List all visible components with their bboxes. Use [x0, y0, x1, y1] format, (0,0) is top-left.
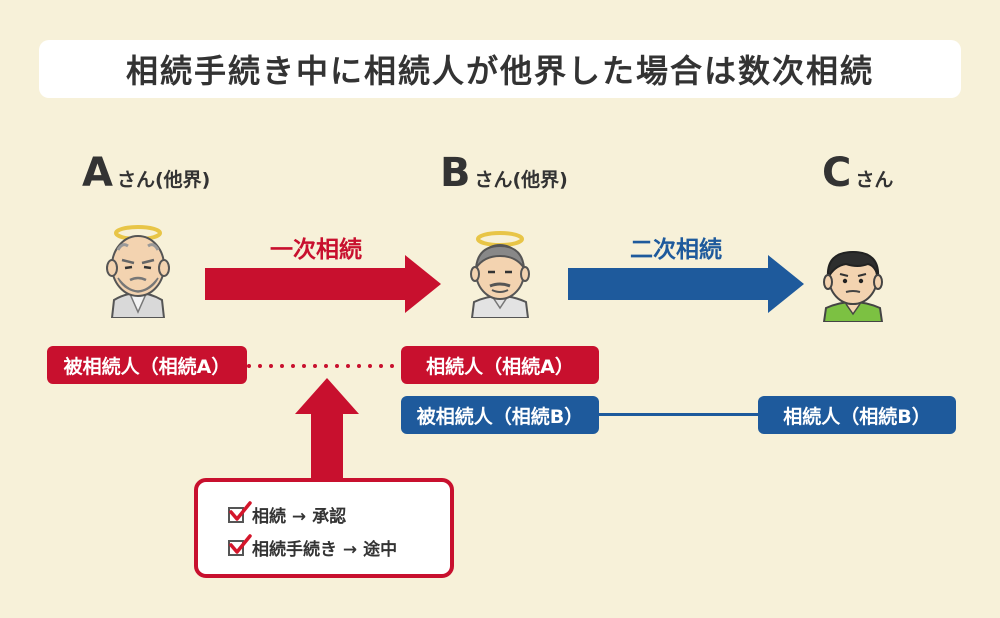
tag-b-heir: 相続人（相続A）	[401, 346, 599, 384]
checkbox-checked-icon	[228, 500, 252, 523]
page-title: 相続手続き中に相続人が他界した場合は数次相続	[39, 40, 961, 98]
person-c-letter: C	[822, 150, 852, 196]
tag-c-heir: 相続人（相続B）	[758, 396, 956, 434]
person-b-letter: B	[440, 150, 471, 196]
checklist-item-label: 相続手続き → 途中	[252, 540, 398, 560]
person-b-angel-icon	[470, 231, 530, 318]
person-a-suffix: さん(他界)	[116, 169, 211, 191]
blue-connector-line	[598, 413, 758, 416]
person-b-suffix: さん(他界)	[474, 169, 568, 191]
tag-a-decedent: 被相続人（相続A）	[47, 346, 247, 384]
up-arrow	[295, 378, 359, 482]
person-c-suffix: さん	[855, 169, 894, 191]
person-a-letter: A	[82, 150, 113, 196]
first-inheritance-arrow	[205, 255, 441, 313]
dotted-connector	[247, 364, 403, 368]
person-c-man-icon	[822, 250, 884, 322]
checklist-item: 相続 → 承認	[228, 500, 450, 527]
checklist-item: 相続手続き → 途中	[228, 533, 450, 560]
first-inheritance-label: 一次相続	[270, 237, 362, 263]
checklist-item-label: 相続 → 承認	[252, 507, 347, 527]
checkbox-checked-icon	[228, 533, 252, 556]
tag-b-decedent: 被相続人（相続B）	[401, 396, 599, 434]
second-inheritance-label: 二次相続	[630, 237, 722, 263]
second-inheritance-arrow	[568, 255, 804, 313]
status-callout: 相続 → 承認 相続手続き → 途中	[194, 478, 454, 578]
person-a-elder-angel-icon	[106, 225, 170, 318]
